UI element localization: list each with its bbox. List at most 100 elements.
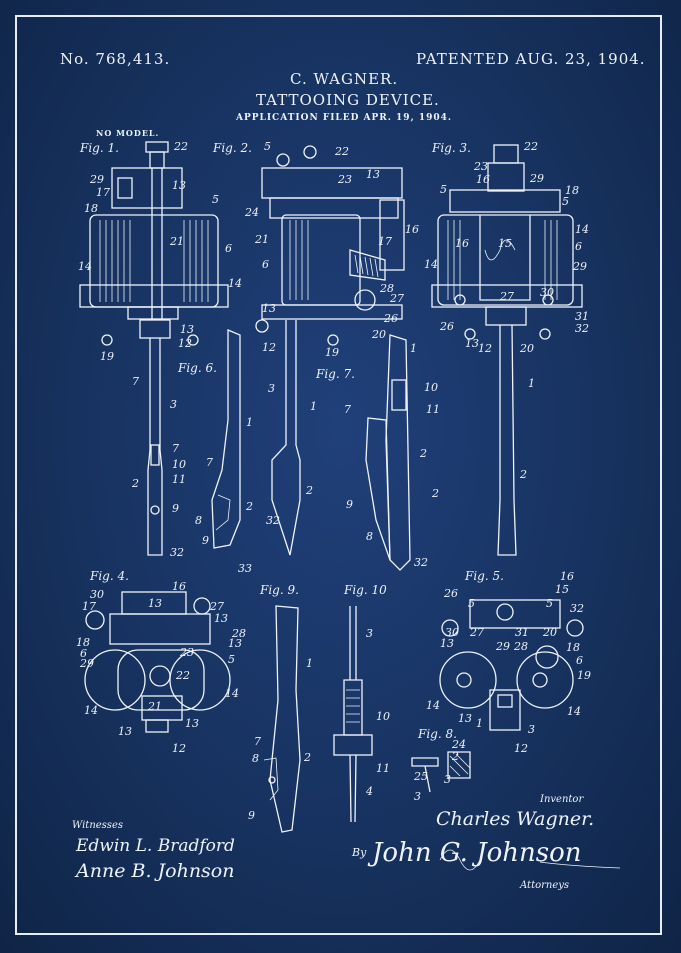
svg-text:13: 13 [440,637,454,650]
figure-9-drawing: 17 28 9 [248,605,313,833]
svg-text:20: 20 [542,626,557,639]
svg-text:5: 5 [546,597,553,610]
witness-1-signature: Edwin L. Bradford [76,836,235,856]
svg-text:27: 27 [499,290,514,303]
svg-text:10: 10 [172,458,186,471]
svg-text:9: 9 [202,534,209,547]
svg-text:20: 20 [519,342,534,355]
svg-text:30: 30 [540,286,554,299]
signature-flourish [439,849,621,871]
svg-text:7: 7 [344,403,351,416]
fig-3-label: Fig. 3. [431,141,471,155]
svg-text:3: 3 [528,723,535,736]
svg-text:14: 14 [426,699,440,712]
fig-7-label: Fig. 7. [315,367,355,381]
svg-text:23: 23 [337,173,352,186]
figure-10-drawing: 310 114 [333,606,390,823]
svg-text:32: 32 [170,546,184,559]
fig-1-label: Fig. 1. [79,141,119,155]
svg-text:9: 9 [172,502,179,515]
svg-text:1: 1 [476,717,483,730]
svg-text:17: 17 [378,235,392,248]
svg-text:22: 22 [334,145,349,158]
figure-6-drawing: 17 28 933 [195,329,253,575]
attorney-signature: John G. Johnson [372,838,582,868]
svg-text:12: 12 [478,342,492,355]
svg-text:17: 17 [82,600,96,613]
svg-text:16: 16 [172,580,186,593]
svg-text:26: 26 [439,320,454,333]
svg-text:22: 22 [523,140,538,153]
fig-4-label: Fig. 4. [89,569,129,583]
svg-text:5: 5 [228,653,235,666]
svg-text:20: 20 [371,328,386,341]
svg-text:7: 7 [172,442,179,455]
svg-text:7: 7 [254,735,261,748]
svg-text:16: 16 [560,570,574,583]
svg-text:2: 2 [303,751,311,764]
svg-text:8: 8 [366,530,373,543]
by-label: By [352,846,367,859]
svg-text:13: 13 [172,179,186,192]
svg-text:3: 3 [414,790,421,803]
svg-text:19: 19 [100,350,114,363]
svg-text:32: 32 [575,322,589,335]
svg-text:11: 11 [172,473,186,486]
svg-text:26: 26 [443,587,458,600]
attorney-label: Attorneys [520,880,570,891]
svg-text:31: 31 [515,626,529,639]
svg-text:1: 1 [310,400,317,413]
inventor-label: Inventor [540,794,584,805]
svg-text:13: 13 [458,712,472,725]
svg-text:33: 33 [238,562,252,575]
svg-text:5: 5 [468,597,475,610]
svg-text:1: 1 [528,377,535,390]
fig-9-label: Fig. 9. [259,583,299,597]
svg-text:2: 2 [305,484,313,497]
svg-text:14: 14 [424,258,438,271]
svg-text:3: 3 [170,398,177,411]
witness-2-signature: Anne B. Johnson [76,860,235,882]
svg-text:28: 28 [231,627,246,640]
fig-5-label: Fig. 5. [464,569,504,583]
svg-text:9: 9 [346,498,353,511]
application-filed: APPLICATION FILED APR. 19, 1904. [236,113,453,123]
svg-text:13: 13 [366,168,380,181]
svg-text:21: 21 [254,233,269,246]
svg-text:17: 17 [96,186,110,199]
svg-text:21: 21 [147,700,162,713]
svg-text:19: 19 [325,346,339,359]
svg-text:18: 18 [566,641,580,654]
svg-text:14: 14 [575,223,589,236]
svg-text:15: 15 [555,583,569,596]
svg-text:27: 27 [389,292,404,305]
svg-text:18: 18 [565,184,579,197]
svg-text:13: 13 [214,612,228,625]
svg-text:14: 14 [78,260,92,273]
svg-text:13: 13 [180,323,194,336]
svg-text:30: 30 [90,588,104,601]
svg-text:2: 2 [131,477,139,490]
svg-text:6: 6 [576,654,583,667]
svg-text:3: 3 [444,773,451,786]
svg-text:6: 6 [262,258,269,271]
svg-text:29: 29 [79,657,94,670]
svg-text:24: 24 [244,206,259,219]
svg-text:27: 27 [209,600,224,613]
inventor-signature: Charles Wagner. [436,808,595,830]
svg-text:24: 24 [451,738,466,751]
svg-text:10: 10 [376,710,390,723]
svg-text:6: 6 [80,647,87,660]
svg-text:11: 11 [376,762,390,775]
svg-text:11: 11 [426,403,440,416]
svg-text:29: 29 [495,640,510,653]
sheet-border [15,15,662,935]
svg-text:13: 13 [465,337,479,350]
svg-text:2: 2 [419,447,427,460]
svg-text:32: 32 [570,602,584,615]
